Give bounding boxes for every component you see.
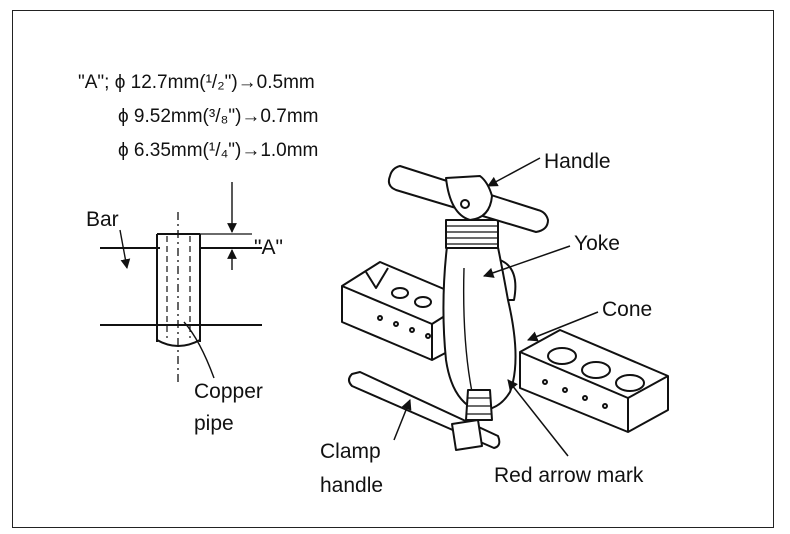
label-clamp-handle-line2: handle (320, 474, 383, 497)
label-clamp-handle-line1: Clamp (320, 440, 381, 463)
label-red-arrow-mark: Red arrow mark (494, 464, 644, 487)
label-copper-pipe-line1: Copper (194, 380, 263, 403)
label-handle: Handle (544, 150, 611, 173)
flaring-tool (341, 165, 669, 451)
tool-leaders (393, 157, 599, 457)
spec-line-2: ϕ 9.52mm(³/₈")→0.7mm (118, 106, 319, 127)
spec-line-3: ϕ 6.35mm(¹/₄")→1.0mm (118, 140, 318, 161)
label-bar: Bar (86, 208, 119, 231)
label-copper-pipe-line2: pipe (194, 412, 234, 435)
label-cone: Cone (602, 298, 652, 321)
label-a-dimension: "A" (254, 236, 283, 259)
spec-line-1: "A"; ϕ 12.7mm(¹/₂")→0.5mm (78, 72, 315, 93)
pipe-detail (100, 182, 262, 382)
label-yoke: Yoke (574, 232, 620, 255)
